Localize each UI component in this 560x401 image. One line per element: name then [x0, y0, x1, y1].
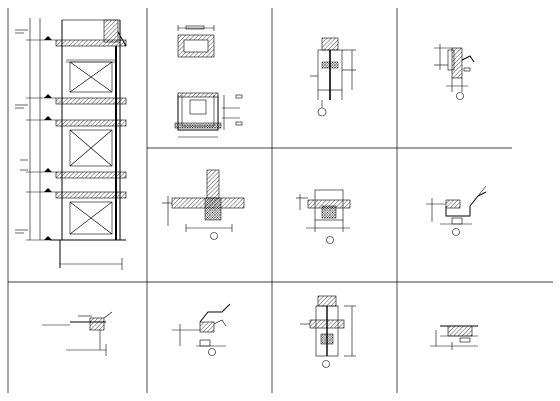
floor-wall-junction-detail	[162, 169, 245, 240]
column-node-detail-1	[310, 37, 356, 117]
column-node-detail-3	[300, 295, 356, 368]
gutter-detail-1	[426, 185, 487, 236]
sheet-grid	[7, 8, 553, 393]
roof-edge-detail	[430, 325, 478, 350]
eave-detail-1	[434, 44, 475, 100]
gutter-detail-2	[172, 303, 231, 356]
column-node-detail-2	[296, 189, 351, 244]
wall-section-elevation	[15, 18, 127, 270]
beam-section-detail	[174, 25, 243, 138]
parapet-detail	[42, 311, 113, 356]
